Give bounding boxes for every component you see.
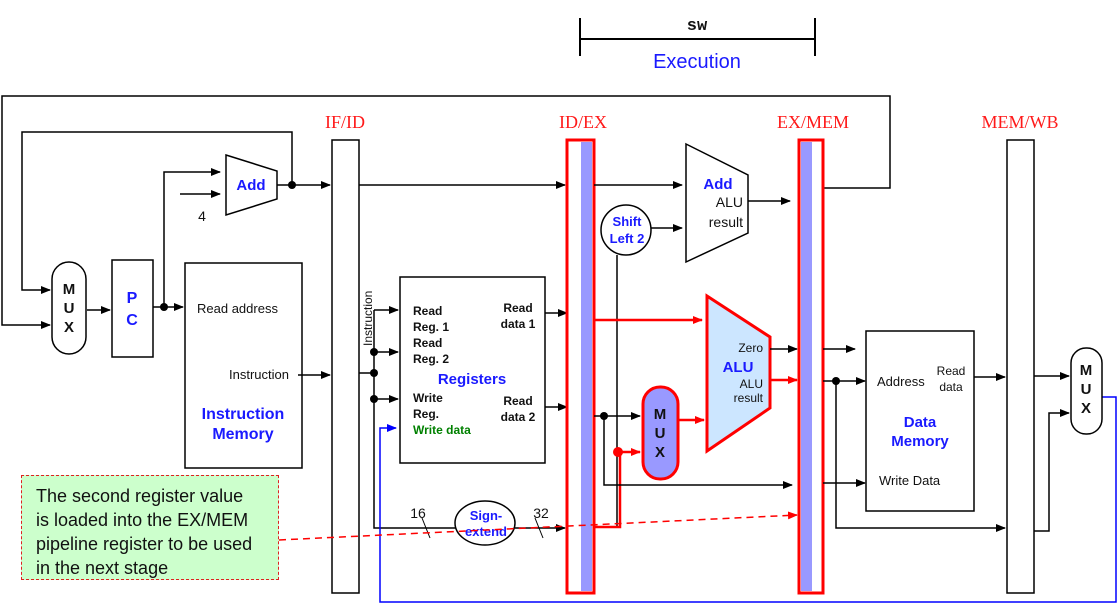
branch-loop-wire (1, 95, 891, 329)
dmem-title: Data (904, 414, 937, 431)
instruction-label: sw (687, 17, 708, 36)
port-label: Read (503, 301, 532, 315)
port-label: Read (413, 336, 442, 350)
mux-letter: X (655, 444, 665, 461)
bits-in-label: 16 (410, 505, 426, 521)
mux-letter: X (64, 319, 74, 336)
port-label: data 2 (501, 410, 536, 424)
alu-result: ALU (740, 377, 763, 391)
constant-four: 4 (198, 208, 206, 224)
port-label: Read (503, 394, 532, 408)
alu-result: result (734, 391, 764, 405)
shift-left-2 (600, 204, 652, 256)
ifid-register (331, 139, 360, 594)
port-label: Read (413, 304, 442, 318)
instruction-memory (184, 262, 303, 469)
idex-label: ID/EX (559, 112, 607, 132)
imem-title: Instruction (202, 406, 285, 423)
mux-letter: M (654, 406, 667, 423)
port-label: data 1 (501, 317, 536, 331)
sign-extend-label: extend (465, 524, 507, 539)
port-label: Reg. (413, 407, 439, 421)
register-file (399, 276, 546, 464)
write-data-port: Write Data (879, 473, 941, 488)
pc-label: C (126, 312, 138, 329)
ifid-label: IF/ID (325, 112, 365, 132)
shift-label: Shift (613, 214, 643, 229)
sign-extend-label: Sign- (470, 508, 503, 523)
pc-plus4-loop-wire (21, 131, 293, 294)
memwb-label: MEM/WB (981, 112, 1058, 132)
adder-label: Add (236, 177, 265, 194)
fetch-mux (51, 261, 87, 355)
alu-title: ALU (723, 359, 754, 376)
annotation-note: The second register value is loaded into… (21, 475, 279, 580)
bits-out-label: 32 (533, 505, 549, 521)
mux-letter: M (1080, 362, 1093, 379)
note-line: The second register value (36, 486, 244, 506)
alu (705, 293, 772, 454)
registers-title: Registers (438, 371, 506, 388)
shift-label: Left 2 (610, 231, 645, 246)
mux-letter: X (1081, 400, 1091, 417)
memwb-register (1006, 139, 1035, 594)
adder-result: ALU (716, 194, 743, 210)
exmem-label: EX/MEM (777, 112, 849, 132)
write-data-port: Write data (413, 423, 471, 437)
read-data-port: data (939, 380, 963, 394)
instruction-bus-label: Instruction (361, 291, 375, 346)
sign-extend (454, 500, 516, 546)
mux-letter: U (1081, 381, 1092, 398)
stage-label: Execution (653, 51, 741, 73)
pc-register (111, 259, 154, 358)
writeback-mux (1070, 347, 1103, 435)
data-memory (865, 330, 975, 512)
read-data-port: Read (937, 364, 966, 378)
mux-letter: U (655, 425, 666, 442)
pc-label: P (127, 290, 138, 307)
stage-bracket: sw Execution (579, 17, 816, 73)
pc-adder (225, 153, 278, 217)
instruction-port: Instruction (229, 367, 289, 382)
note-line: in the next stage (36, 558, 169, 578)
zero-output: Zero (738, 341, 763, 355)
port-label: Reg. 2 (413, 352, 449, 366)
note-line: pipeline register to be used (36, 534, 253, 554)
port-label: Write (413, 391, 443, 405)
branch-adder (685, 142, 749, 264)
writeback-wire (379, 396, 1117, 603)
address-port: Address (877, 374, 925, 389)
dmem-title: Memory (891, 433, 949, 450)
read-address-port: Read address (197, 301, 278, 316)
port-label: Reg. 1 (413, 320, 449, 334)
mux-letter: U (64, 300, 75, 317)
note-pointer (278, 511, 798, 541)
note-line: is loaded into the EX/MEM (36, 510, 249, 530)
adder-title: Add (703, 176, 732, 193)
alu-src-mux (641, 385, 680, 481)
adder-result: result (709, 214, 743, 230)
imem-title: Memory (212, 426, 273, 443)
mux-letter: M (63, 281, 76, 298)
